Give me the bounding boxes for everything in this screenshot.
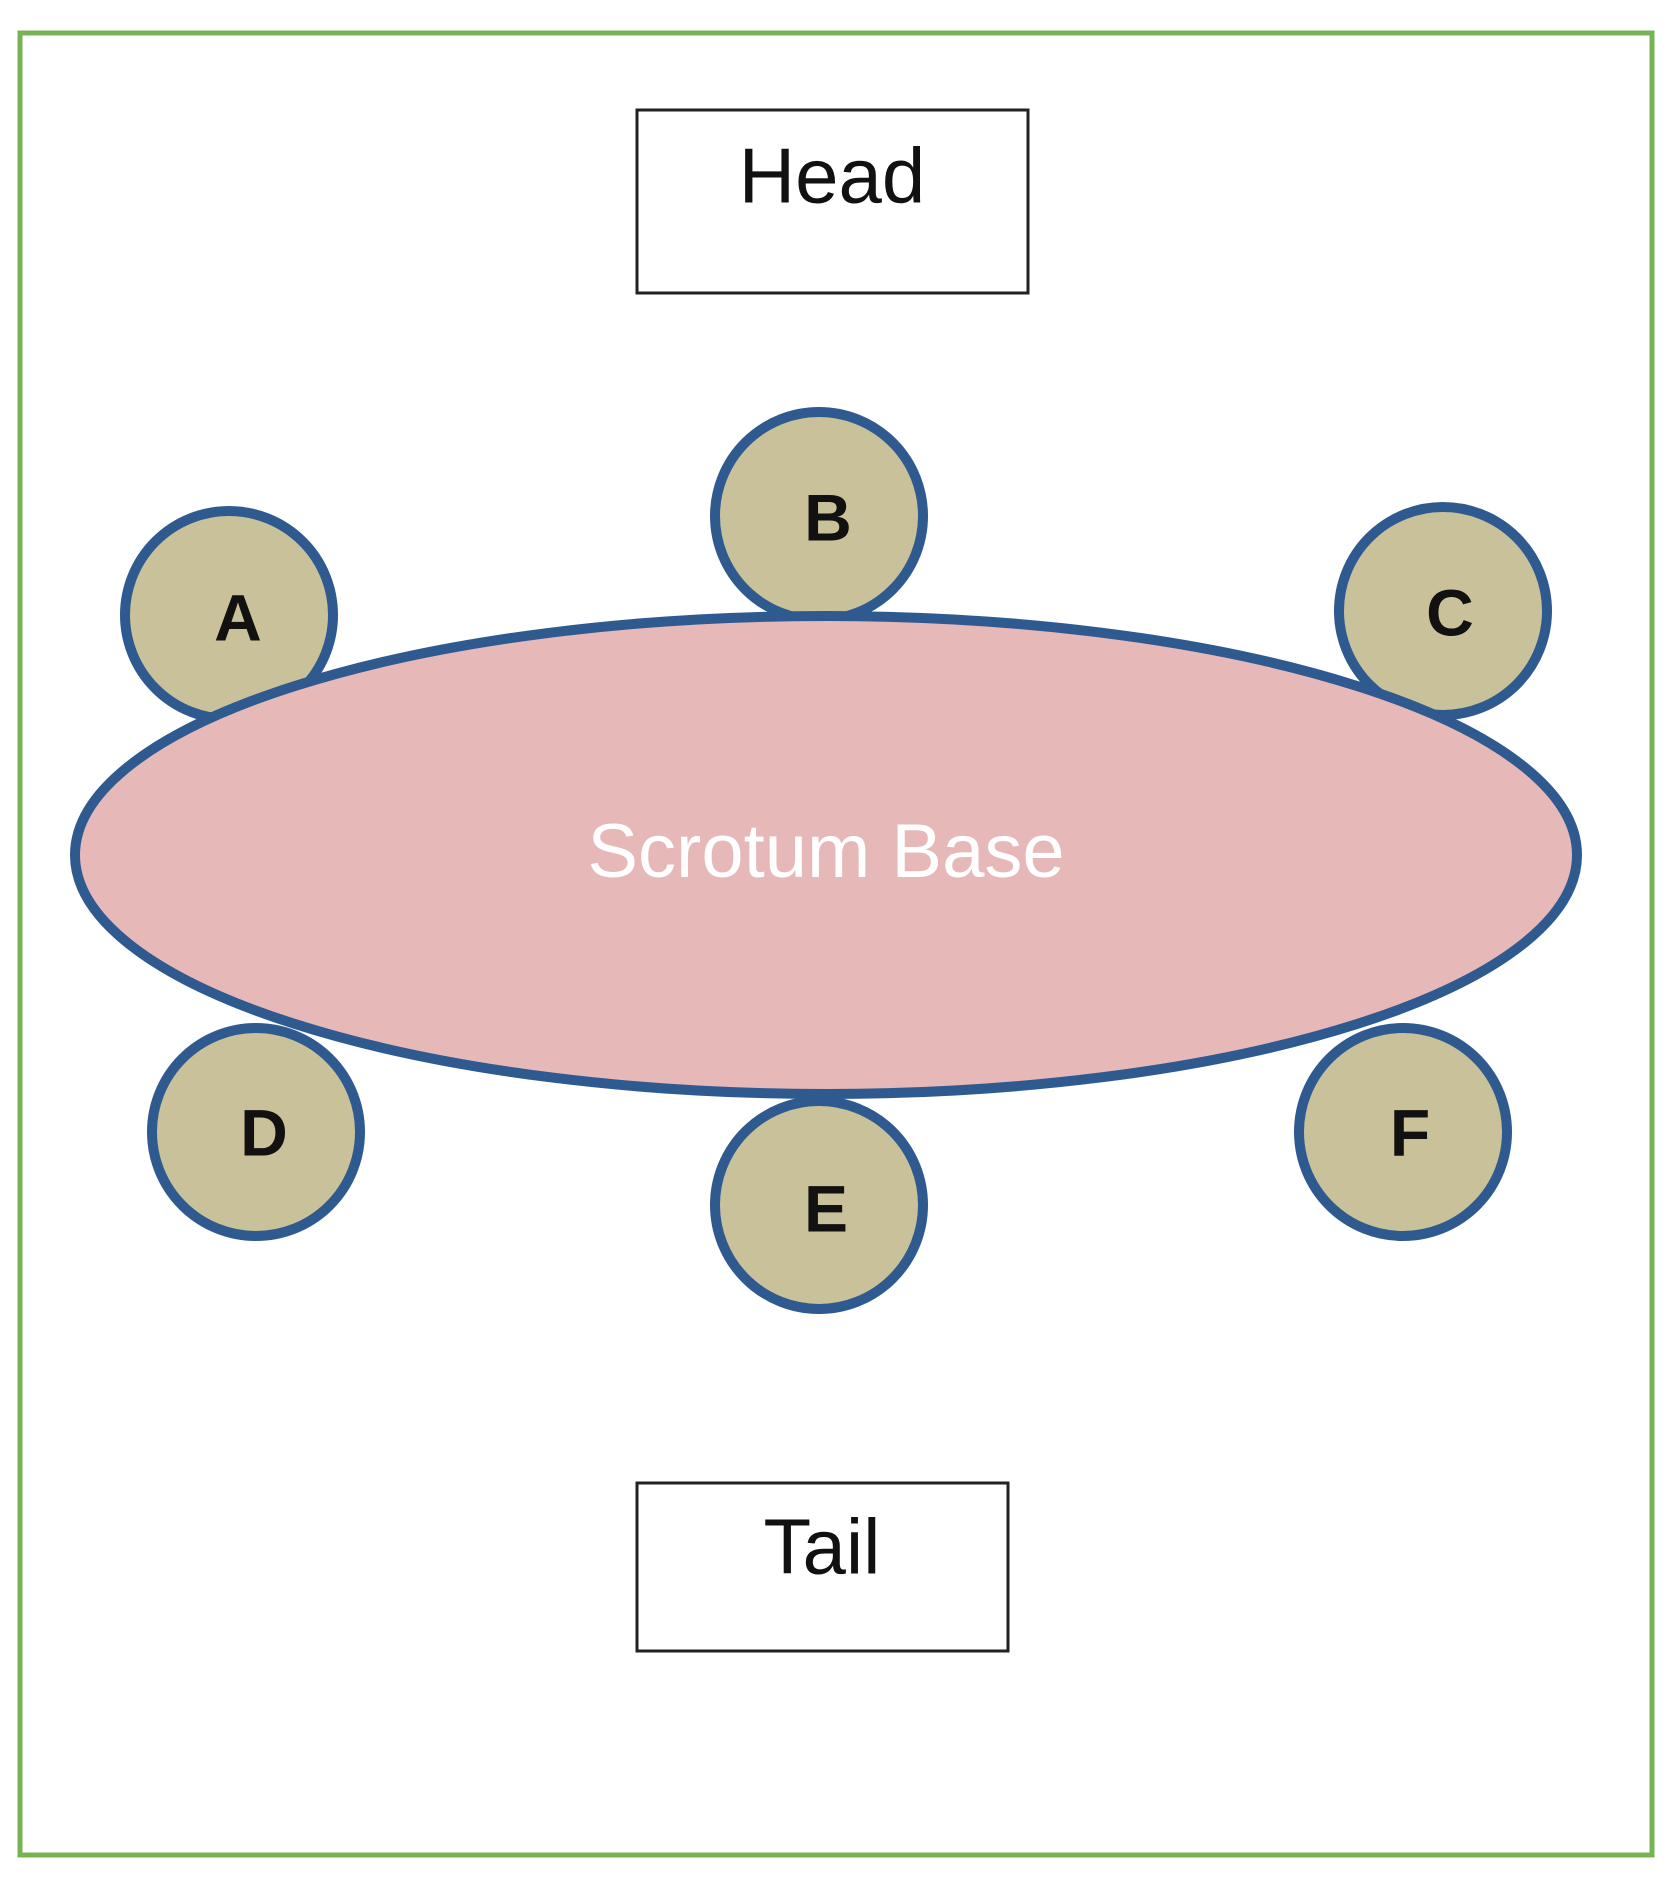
scrotum-base: Scrotum Base xyxy=(70,611,1582,1099)
scrotum-base-label: Scrotum Base xyxy=(587,809,1064,894)
node-e-label: E xyxy=(804,1171,848,1245)
node-b-label: B xyxy=(804,480,852,554)
node-c: C xyxy=(1334,502,1552,720)
node-a: A xyxy=(120,506,338,724)
node-d: D xyxy=(147,1023,365,1241)
node-e-circle xyxy=(710,1096,928,1314)
tail-box: Tail xyxy=(635,1481,1010,1653)
head-box: Head xyxy=(635,108,1030,295)
node-d-label: D xyxy=(240,1095,288,1169)
node-c-label: C xyxy=(1426,575,1474,649)
tail-label: Tail xyxy=(763,1503,880,1591)
head-box-border xyxy=(635,108,1030,295)
node-b: B xyxy=(710,407,928,625)
node-d-circle xyxy=(147,1023,365,1241)
head-label: Head xyxy=(739,132,925,220)
node-e: E xyxy=(710,1096,928,1314)
node-f-label: F xyxy=(1390,1095,1430,1169)
tail-box-border xyxy=(635,1481,1010,1653)
node-a-label: A xyxy=(214,580,262,654)
node-f: F xyxy=(1294,1023,1512,1241)
scrotum-base-ellipse xyxy=(70,611,1582,1099)
node-f-circle xyxy=(1294,1023,1512,1241)
